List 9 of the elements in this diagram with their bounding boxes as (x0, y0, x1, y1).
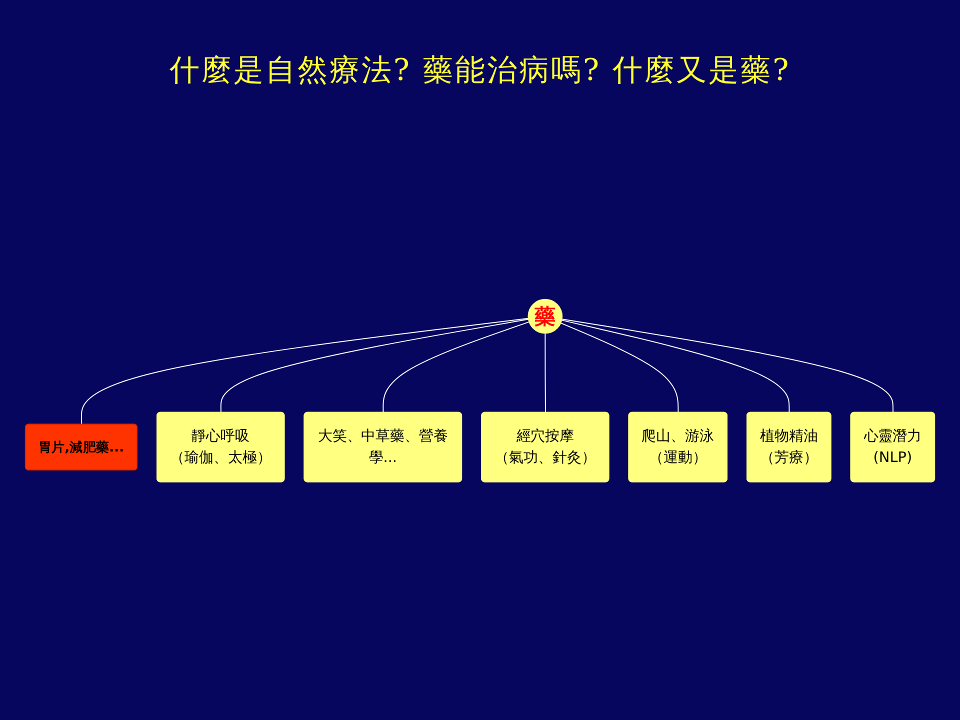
connector (561, 320, 790, 414)
connector (382, 322, 530, 414)
connector (560, 322, 679, 414)
connector (544, 333, 546, 414)
connector (562, 319, 894, 414)
node-circle: 藥 (528, 299, 563, 334)
connector (220, 319, 529, 414)
title: 什麼是自然療法? 藥能治病嗎? 什麼又是藥? (168, 52, 792, 90)
connector (81, 318, 529, 426)
